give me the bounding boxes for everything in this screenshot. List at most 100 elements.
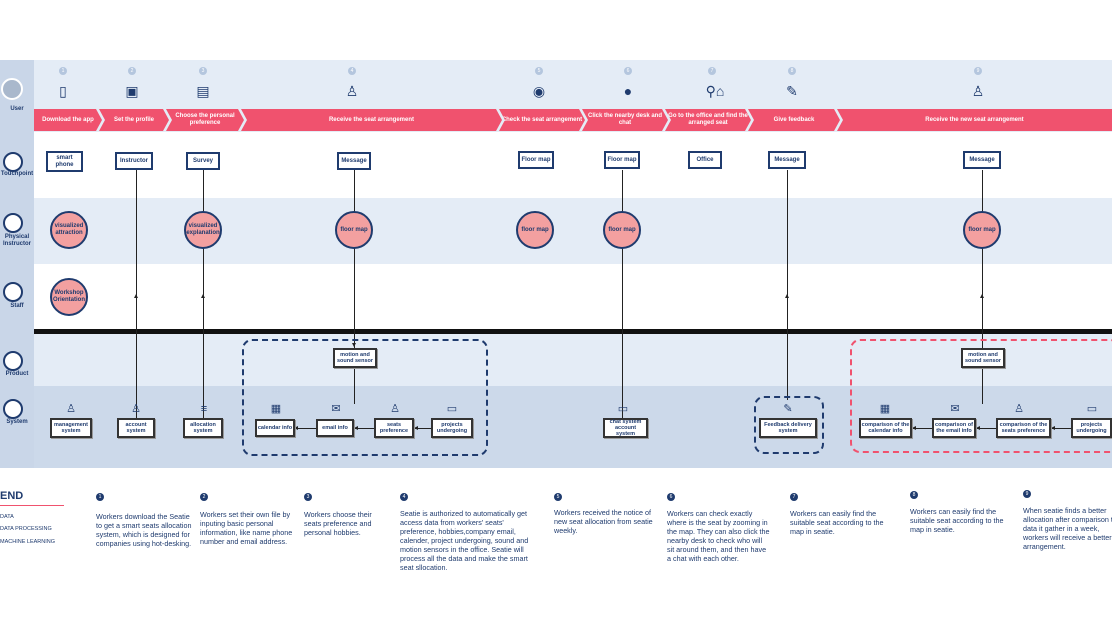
step-note: Workers can easily find the suitable sea…	[910, 507, 1004, 534]
legend-item: DATA	[0, 514, 14, 520]
machine-learning-group	[850, 339, 1112, 453]
product-box: motion and sound sensor	[333, 348, 377, 368]
instructor-circle: visualized explanation	[184, 211, 222, 249]
connector-line	[354, 368, 355, 404]
user-icon	[1, 78, 23, 100]
system-box: allocation system	[183, 418, 223, 438]
role-label-system: System	[6, 419, 28, 425]
step-number: 4	[348, 67, 356, 75]
legend-item: DATA PROCESSING	[0, 526, 52, 532]
system-box: comparison of the calendar info	[859, 418, 912, 438]
step-number: 9	[974, 67, 982, 75]
seat-icon: ♙	[390, 403, 400, 415]
instructor-icon	[3, 213, 23, 233]
touchpoint-box: Message	[768, 151, 806, 169]
step-banner: Give feedback	[748, 109, 840, 131]
step-note: Workers download the Seatie to get a sma…	[96, 512, 192, 548]
arrow-head	[1051, 426, 1055, 430]
arrow-head	[354, 426, 358, 430]
step-banner: Set the profile	[99, 109, 169, 131]
touchpoint-box: Survey	[186, 152, 220, 170]
role-label-user: User	[10, 106, 24, 112]
legend-item: MACHINE LEARNING	[0, 539, 56, 545]
step-note: Workers received the notice of new seat …	[554, 508, 653, 535]
step-banner: Download the app	[34, 109, 102, 131]
product-icon	[3, 351, 23, 371]
touchpoint-box: Instructor	[115, 152, 153, 170]
instructor-circle: floor map	[516, 211, 554, 249]
arrow-head	[201, 294, 205, 298]
monitor-icon: ▭	[617, 403, 629, 415]
line-of-visibility	[0, 329, 1112, 334]
connector-line	[354, 428, 374, 429]
product-box: motion and sound sensor	[961, 348, 1005, 368]
note-number: 1	[96, 493, 104, 501]
step-number: 5	[535, 67, 543, 75]
email-icon: ✉	[950, 403, 960, 415]
folder-icon: ▭	[1086, 403, 1098, 415]
instructor-circle: floor map	[963, 211, 1001, 249]
connector-line	[982, 368, 983, 404]
touchpoint-box: Office	[688, 151, 722, 169]
step-banner: Go to the office and find the arranged s…	[665, 109, 751, 131]
system-box: seats preference	[374, 418, 414, 438]
step-note: Workers can easily find the suitable sea…	[790, 509, 884, 536]
legend-title: END	[0, 490, 24, 502]
connector-line	[787, 170, 788, 400]
connector-line	[1051, 428, 1071, 429]
system-box: Feedback delivery system	[759, 418, 817, 438]
touchpoint-box: Message	[337, 152, 371, 170]
touchpoint-box: Floor map	[518, 151, 554, 169]
system-box: account system	[117, 418, 155, 438]
role-label-instructor: Physical Instructor	[2, 234, 31, 247]
arrow-head	[414, 426, 418, 430]
step-banner: Receive the new seat arrangement	[837, 109, 1112, 131]
connector-line	[354, 170, 355, 348]
note-number: 2	[200, 493, 208, 501]
connector-line	[976, 428, 996, 429]
arrow-head	[785, 294, 789, 298]
connector-line	[294, 428, 316, 429]
system-box: comparison of the email info	[932, 418, 976, 438]
connector-line	[912, 428, 932, 429]
step-banner: Receive the seat arrangement	[241, 109, 502, 131]
step-note: Workers choose their seats preference an…	[304, 510, 372, 537]
system-box: email info	[316, 419, 354, 437]
seat-icon: ♙	[971, 83, 985, 99]
step-note: Workers set their own file by inputing b…	[200, 510, 293, 546]
chat-icon: ●	[623, 83, 633, 99]
seat-icon: ♙	[1014, 403, 1024, 415]
step-number: 8	[788, 67, 796, 75]
step-banner: Check the seat arrangement	[499, 109, 585, 131]
step-number: 7	[708, 67, 716, 75]
touchpoint-box: Message	[963, 151, 1001, 169]
step-number: 6	[624, 67, 632, 75]
edit-icon: ✎	[783, 403, 793, 415]
instructor-circle: floor map	[335, 211, 373, 249]
calendar-icon: ▦	[879, 403, 891, 415]
note-number: 4	[400, 493, 408, 501]
step-note: Workers can check exactly where is the s…	[667, 509, 770, 563]
person-icon: ♙	[66, 403, 76, 415]
connector-line	[622, 170, 623, 418]
role-label-product: Product	[5, 371, 29, 377]
step-banner: Choose the personal preference	[166, 109, 244, 131]
connector-line	[414, 428, 431, 429]
note-number: 9	[1023, 490, 1031, 498]
note-number: 5	[554, 493, 562, 501]
arrow-head	[352, 343, 356, 347]
note-number: 3	[304, 493, 312, 501]
calendar-icon: ▦	[270, 403, 282, 415]
legend-underline	[0, 505, 64, 506]
edit-icon: ✎	[786, 83, 798, 99]
person-icon: ♙	[131, 403, 141, 415]
system-box: projects undergoing	[1071, 418, 1112, 438]
staff-icon	[3, 282, 23, 302]
arrow-head	[976, 426, 980, 430]
step-banner: Click the nearby desk and chat	[582, 109, 668, 131]
note-number: 7	[790, 493, 798, 501]
system-box: management system	[50, 418, 92, 438]
instructor-circle: visualized attraction	[50, 211, 88, 249]
connector-line	[982, 170, 983, 348]
system-box: projects undergoing	[431, 418, 473, 438]
